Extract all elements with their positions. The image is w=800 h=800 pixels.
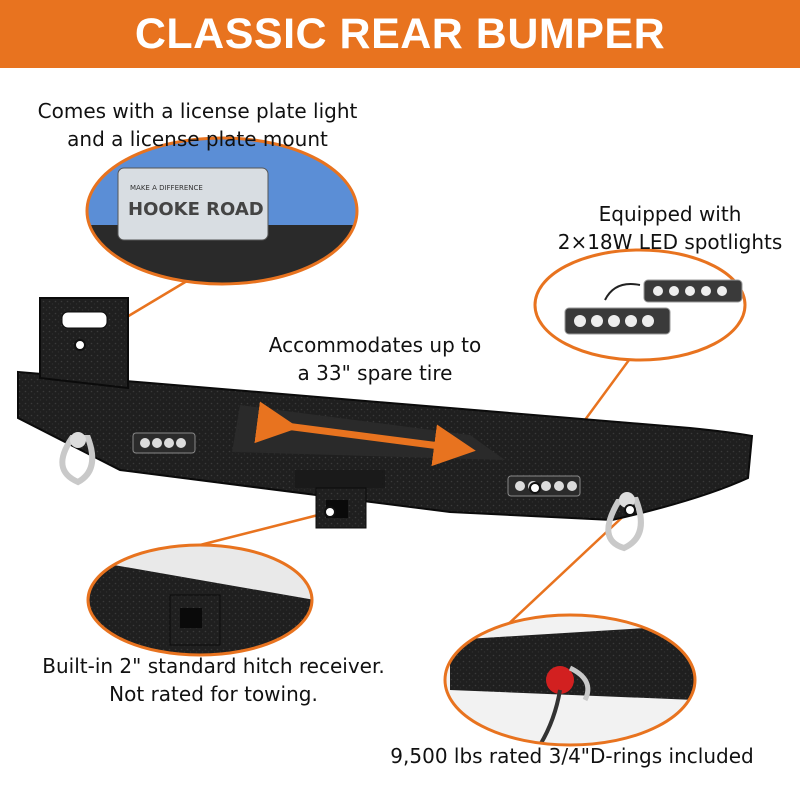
page-title: CLASSIC REAR BUMPER	[134, 9, 666, 58]
d-ring-detail	[443, 613, 697, 747]
license-light	[132, 432, 196, 454]
spotlights-callout: Equipped with 2×18W LED spotlights	[555, 200, 785, 256]
tire-line2: a 33" spare tire	[297, 361, 453, 385]
license-line1: Comes with a license plate light	[37, 99, 358, 123]
callout-dots	[74, 339, 636, 518]
tire-line1: Accommodates up to	[268, 333, 482, 357]
hitch-receiver	[315, 487, 367, 529]
hitch-callout: Built-in 2" standard hitch receiver. Not…	[6, 652, 421, 708]
title-banner: CLASSIC REAR BUMPER	[0, 0, 800, 68]
plate-main-text: HOOKE ROAD	[128, 199, 264, 220]
d-ring-left	[59, 432, 96, 486]
tire-callout: Accommodates up to a 33" spare tire	[240, 331, 510, 387]
hitch-line2: Not rated for towing.	[109, 682, 318, 706]
spotlight-on-bumper	[507, 475, 581, 497]
license-plate-detail	[85, 136, 359, 286]
license-callout: Comes with a license plate light and a l…	[10, 97, 385, 153]
spotlights-line1: Equipped with	[598, 202, 742, 226]
plate-top-text: MAKE A DIFFERENCE	[130, 184, 203, 192]
hitch-detail	[86, 543, 314, 657]
spotlights-line2: 2×18W LED spotlights	[557, 230, 783, 254]
license-line2: and a license plate mount	[67, 127, 328, 151]
hitch-line1: Built-in 2" standard hitch receiver.	[42, 654, 385, 678]
spare-tire-arrow	[254, 401, 476, 467]
drings-callout: 9,500 lbs rated 3/4"D-rings included	[352, 742, 792, 770]
drings-line1: 9,500 lbs rated 3/4"D-rings included	[390, 744, 754, 768]
d-ring-right	[605, 492, 644, 552]
spotlights-detail	[533, 248, 747, 362]
